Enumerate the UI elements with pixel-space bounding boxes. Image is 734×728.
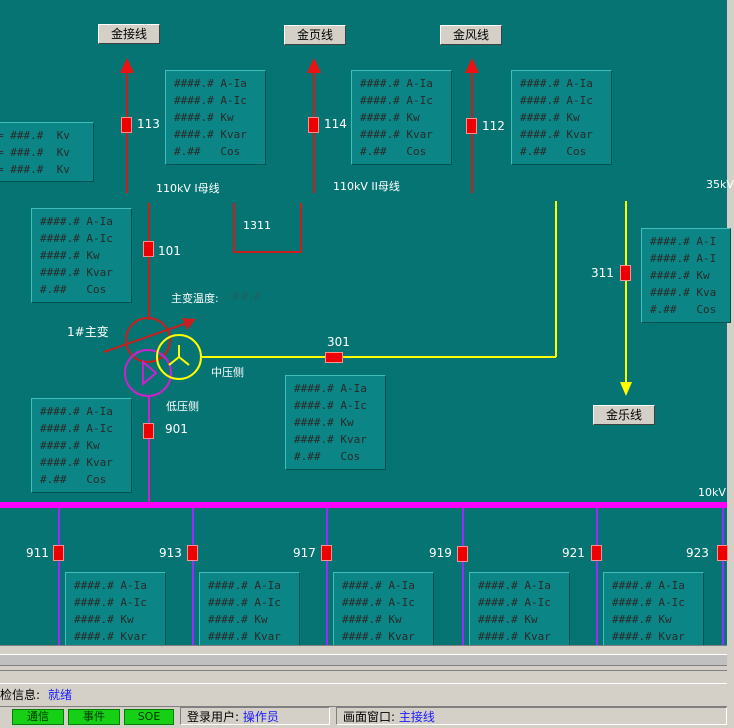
breaker-112-label: 112 bbox=[482, 119, 505, 133]
bottom-status-bar bbox=[0, 706, 727, 728]
meter-box-913: ####.# A-Ia####.# A-Ic####.# Kw####.# Kv… bbox=[199, 572, 300, 652]
bus-110kv-1-label: 110kV I母线 bbox=[156, 182, 220, 195]
arrow-up-icon bbox=[120, 58, 134, 73]
login-user-value: 操作员 bbox=[242, 710, 279, 724]
line-label-jinjie[interactable]: 金接线 bbox=[98, 24, 160, 44]
login-user-panel: 登录用户: 操作员 bbox=[180, 707, 330, 725]
breaker-919[interactable] bbox=[457, 546, 468, 562]
breaker-911[interactable] bbox=[53, 545, 64, 561]
breaker-113-label: 113 bbox=[137, 117, 160, 131]
breaker-911-label: 911 bbox=[26, 546, 49, 560]
breaker-913[interactable] bbox=[187, 545, 198, 561]
horizontal-scrollbar[interactable] bbox=[0, 654, 727, 666]
breaker-101[interactable] bbox=[143, 241, 154, 257]
event-button[interactable]: 事件 bbox=[68, 709, 120, 725]
low-side-label: 低压侧 bbox=[166, 400, 199, 413]
bus-10kv bbox=[0, 502, 727, 508]
line-label-jinle[interactable]: 金乐线 bbox=[593, 405, 655, 425]
breaker-311-label: 311 bbox=[591, 266, 614, 280]
transformer-temp-label: 主变温度: bbox=[171, 292, 219, 305]
window-value: 主接线 bbox=[398, 710, 435, 724]
meter-box-112: ####.# A-Ia####.# A-Ic####.# Kw####.# Kv… bbox=[511, 70, 612, 165]
breaker-1311-label[interactable]: 1311 bbox=[243, 219, 271, 232]
transformer-temp-value: ##.# bbox=[231, 290, 263, 303]
breaker-921[interactable] bbox=[591, 545, 602, 561]
breaker-901[interactable] bbox=[143, 423, 154, 439]
line-label-jinfeng[interactable]: 金风线 bbox=[440, 25, 502, 45]
window-label: 画面窗口: bbox=[343, 710, 396, 724]
breaker-923[interactable] bbox=[717, 545, 728, 561]
meter-box-301: ####.# A-Ia####.# A-Ic####.# Kw####.# Kv… bbox=[285, 375, 386, 470]
arrow-up-icon bbox=[465, 58, 479, 73]
breaker-114-label: 114 bbox=[324, 117, 347, 131]
breaker-101-label: 101 bbox=[158, 244, 181, 258]
login-user-label: 登录用户: bbox=[187, 710, 240, 724]
meter-box-911: ####.# A-Ia####.# A-Ic####.# Kw####.# Kv… bbox=[65, 572, 166, 652]
breaker-919-label: 919 bbox=[429, 546, 452, 560]
diagram-lines bbox=[0, 58, 727, 645]
status-label: 检信息: bbox=[0, 688, 41, 702]
meter-box-921: ####.# A-Ia####.# A-Ic####.# Kw####.# Kv… bbox=[603, 572, 704, 652]
breaker-311[interactable] bbox=[620, 265, 631, 281]
breaker-301-label: 301 bbox=[327, 335, 350, 349]
breaker-112[interactable] bbox=[466, 118, 477, 134]
breaker-901-label: 901 bbox=[165, 422, 188, 436]
bus-110kv-2-label: 110kV II母线 bbox=[333, 180, 400, 193]
splitter-area bbox=[0, 645, 727, 684]
meter-box-101: ####.# A-Ia####.# A-Ic####.# Kw####.# Kv… bbox=[31, 208, 132, 303]
breaker-113[interactable] bbox=[121, 117, 132, 133]
meter-box-917: ####.# A-Ia####.# A-Ic####.# Kw####.# Kv… bbox=[333, 572, 434, 652]
meter-box-901: ####.# A-Ia####.# A-Ic####.# Kw####.# Kv… bbox=[31, 398, 132, 493]
breaker-917-label: 917 bbox=[293, 546, 316, 560]
bus-35kv-label: 35kV bbox=[706, 178, 734, 191]
window-panel: 画面窗口: 主接线 bbox=[336, 707, 727, 725]
mid-side-label: 中压侧 bbox=[211, 366, 244, 379]
meter-box-311: ####.# A-I####.# A-I####.# Kw####.# Kva#… bbox=[641, 228, 731, 323]
meter-box-919: ####.# A-Ia####.# A-Ic####.# Kw####.# Kv… bbox=[469, 572, 570, 652]
breaker-114[interactable] bbox=[308, 117, 319, 133]
voltage-meter-box: = ###.# Kv= ###.# Kv= ###.# Kv bbox=[0, 122, 94, 182]
breaker-917[interactable] bbox=[321, 545, 332, 561]
line-label-jinye[interactable]: 金页线 bbox=[284, 25, 346, 45]
breaker-921-label: 921 bbox=[562, 546, 585, 560]
breaker-923-label: 923 bbox=[686, 546, 709, 560]
breaker-913-label: 913 bbox=[159, 546, 182, 560]
transformer-name: 1#主变 bbox=[67, 325, 109, 339]
status-line: 检信息: 就绪 bbox=[0, 683, 727, 706]
bus-10kv-label: 10kV bbox=[698, 486, 726, 499]
arrow-up-icon bbox=[307, 58, 321, 73]
soe-button[interactable]: SOE bbox=[124, 709, 174, 725]
status-value: 就绪 bbox=[48, 688, 73, 702]
divider bbox=[0, 670, 727, 671]
meter-box-114: ####.# A-Ia####.# A-Ic####.# Kw####.# Kv… bbox=[351, 70, 452, 165]
breaker-301[interactable] bbox=[325, 352, 343, 363]
comm-button[interactable]: 通信 bbox=[12, 709, 64, 725]
meter-box-113: ####.# A-Ia####.# A-Ic####.# Kw####.# Kv… bbox=[165, 70, 266, 165]
one-line-diagram: 金接线 金页线 金风线 金乐线 113 114 112 101 1311 301… bbox=[0, 0, 734, 652]
